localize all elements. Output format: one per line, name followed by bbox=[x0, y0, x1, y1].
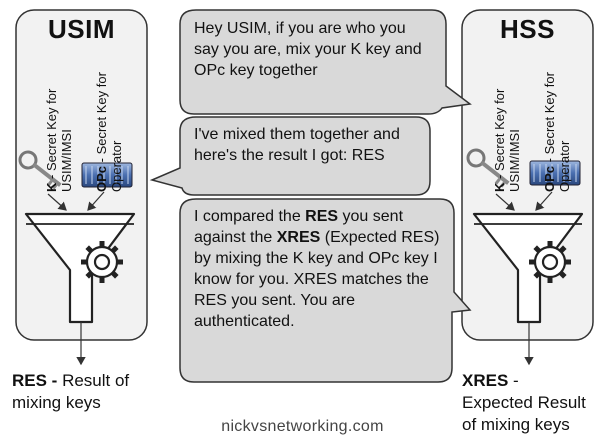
bubble-3-res: RES bbox=[305, 208, 339, 225]
bubble-3-part-2: you sent against the bbox=[194, 208, 404, 246]
usim-opc-key-label: OPc - Secret Key for Operator bbox=[94, 42, 138, 192]
usim-result-name: RES - bbox=[12, 371, 58, 390]
bubble-1-text: Hey USIM, if you are who you say you are… bbox=[194, 20, 422, 79]
hss-chip-icon bbox=[529, 160, 581, 186]
usim-title: USIM bbox=[48, 14, 115, 44]
usim-result-desc: Result of mixing keys bbox=[12, 371, 130, 412]
usim-gear-icon bbox=[81, 241, 123, 283]
hss-result-desc: - Expected Result of mixing keys bbox=[462, 371, 586, 434]
usim-chip-arrow bbox=[87, 191, 105, 211]
bubble-2-text: I've mixed them together and here's the … bbox=[194, 126, 400, 164]
hss-key-arrow bbox=[495, 193, 515, 211]
usim-key-icon bbox=[18, 150, 62, 190]
usim-key-arrow bbox=[47, 193, 67, 211]
hss-result-caption: XRES - Expected Result of mixing keys bbox=[462, 370, 594, 436]
hss-k-key-desc: - Secret Key for USIM/IMSI bbox=[492, 88, 522, 192]
usim-k-key-name: K bbox=[44, 182, 59, 192]
footer-credit: nickvsnetworking.com bbox=[221, 418, 384, 435]
bubble-3-xres: XRES bbox=[276, 229, 321, 246]
hss-funnel-icon bbox=[472, 212, 584, 324]
bubble-3-part-1: I compared the bbox=[194, 208, 306, 225]
usim-chip-icon bbox=[81, 162, 133, 188]
bubble-3-text: I compared the RES you sent against the … bbox=[194, 206, 446, 332]
speech-bubble-1 bbox=[179, 9, 472, 115]
hss-opc-key-name: OPc bbox=[542, 165, 557, 192]
hss-opc-key-label: OPc - Secret Key for Operator bbox=[542, 42, 586, 192]
usim-k-key-label: K - Secret Key for USIM/IMSI bbox=[44, 42, 88, 192]
hss-k-key-name: K bbox=[492, 182, 507, 192]
hss-chip-arrow bbox=[535, 191, 553, 211]
usim-funnel-icon bbox=[24, 212, 136, 324]
hss-title: HSS bbox=[500, 14, 555, 44]
hss-result-name: XRES bbox=[462, 371, 509, 390]
speech-bubble-3 bbox=[179, 198, 472, 383]
hss-gear-icon bbox=[529, 241, 571, 283]
speech-bubble-2 bbox=[149, 116, 431, 196]
hss-k-key-label: K - Secret Key for USIM/IMSI bbox=[492, 42, 536, 192]
usim-k-key-desc: - Secret Key for USIM/IMSI bbox=[44, 88, 74, 192]
bubble-3-part-3: (Expected RES) by mixing the K key and O… bbox=[194, 229, 440, 330]
usim-result-caption: RES - Result of mixing keys bbox=[12, 370, 172, 414]
hss-key-icon bbox=[466, 148, 510, 188]
usim-opc-key-name: OPc bbox=[94, 165, 109, 192]
